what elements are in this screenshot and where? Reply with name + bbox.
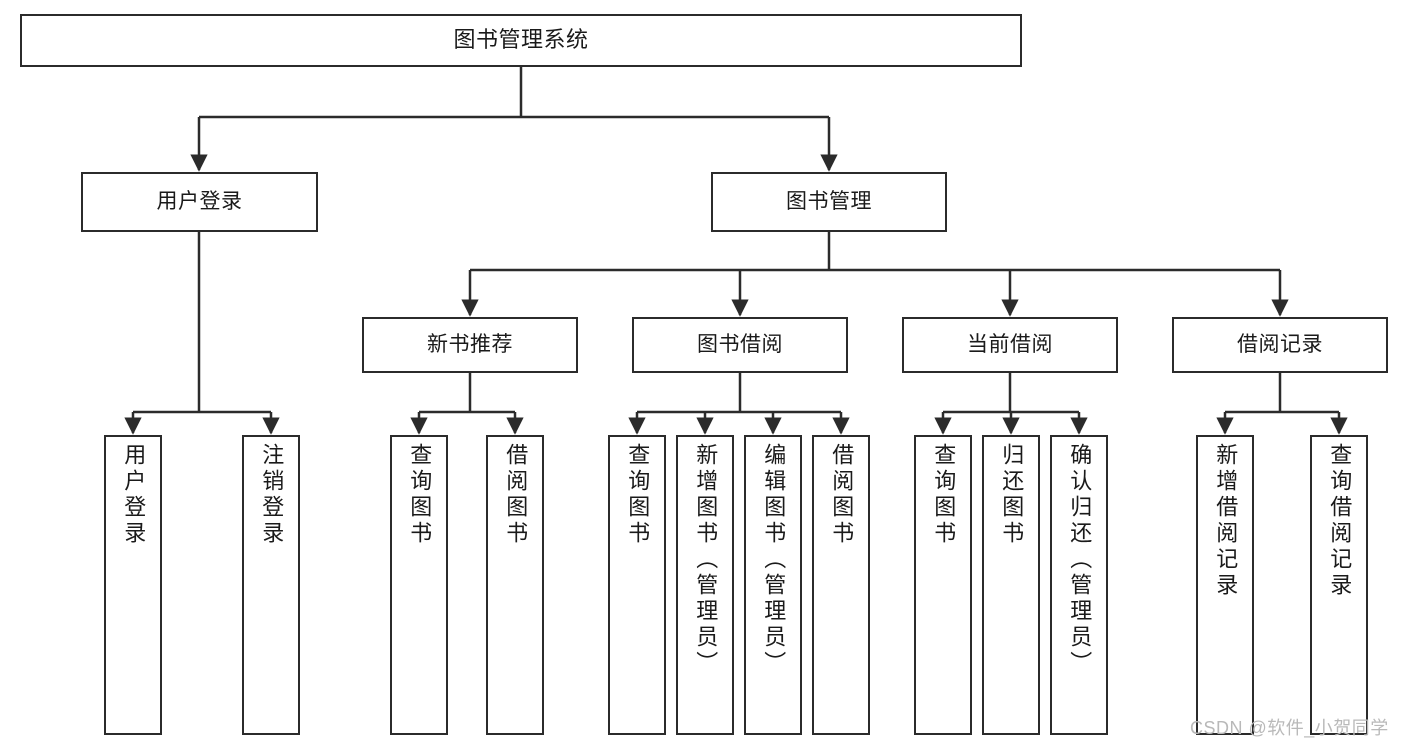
node-leaf-query-book-1[interactable]: 查询图书: [390, 435, 448, 735]
node-leaf-borrow-book-2[interactable]: 借阅图书: [812, 435, 870, 735]
node-new-book-recommend[interactable]: 新书推荐: [362, 317, 578, 373]
node-user-login[interactable]: 用户登录: [81, 172, 318, 232]
node-leaf-add-book-label: 新增图书（管理员）: [693, 443, 719, 677]
node-leaf-user-logout-label: 注销登录: [259, 443, 285, 547]
node-leaf-user-login-label: 用户登录: [121, 443, 147, 547]
node-leaf-add-book[interactable]: 新增图书（管理员）: [676, 435, 734, 735]
node-book-manage-label: 图书管理: [786, 190, 872, 214]
node-leaf-return-book[interactable]: 归还图书: [982, 435, 1040, 735]
node-leaf-add-record[interactable]: 新增借阅记录: [1196, 435, 1254, 735]
node-leaf-query-record[interactable]: 查询借阅记录: [1310, 435, 1368, 735]
node-leaf-borrow-book-1[interactable]: 借阅图书: [486, 435, 544, 735]
node-leaf-query-book-3-label: 查询图书: [931, 443, 957, 547]
node-leaf-query-book-2-label: 查询图书: [625, 443, 651, 547]
node-leaf-add-record-label: 新增借阅记录: [1213, 443, 1239, 599]
node-current-borrow[interactable]: 当前借阅: [902, 317, 1118, 373]
node-leaf-user-logout[interactable]: 注销登录: [242, 435, 300, 735]
node-leaf-borrow-book-1-label: 借阅图书: [503, 443, 529, 547]
node-root[interactable]: 图书管理系统: [20, 14, 1022, 67]
node-book-manage[interactable]: 图书管理: [711, 172, 947, 232]
node-leaf-return-book-label: 归还图书: [999, 443, 1025, 547]
watermark: CSDN @软件_小贺同学: [1190, 718, 1389, 738]
node-leaf-confirm-return[interactable]: 确认归还（管理员）: [1050, 435, 1108, 735]
node-current-borrow-label: 当前借阅: [967, 333, 1053, 357]
node-leaf-query-book-2[interactable]: 查询图书: [608, 435, 666, 735]
node-leaf-query-record-label: 查询借阅记录: [1327, 443, 1353, 599]
node-book-borrow[interactable]: 图书借阅: [632, 317, 848, 373]
node-book-borrow-label: 图书借阅: [697, 333, 783, 357]
node-leaf-query-book-1-label: 查询图书: [407, 443, 433, 547]
node-root-label: 图书管理系统: [453, 27, 589, 53]
node-user-login-label: 用户登录: [156, 190, 243, 214]
node-new-book-recommend-label: 新书推荐: [427, 333, 513, 357]
node-leaf-user-login[interactable]: 用户登录: [104, 435, 162, 735]
node-leaf-edit-book-label: 编辑图书（管理员）: [761, 443, 787, 677]
node-leaf-edit-book[interactable]: 编辑图书（管理员）: [744, 435, 802, 735]
node-leaf-borrow-book-2-label: 借阅图书: [829, 443, 855, 547]
node-borrow-record[interactable]: 借阅记录: [1172, 317, 1388, 373]
node-leaf-confirm-return-label: 确认归还（管理员）: [1067, 443, 1093, 677]
node-leaf-query-book-3[interactable]: 查询图书: [914, 435, 972, 735]
node-borrow-record-label: 借阅记录: [1237, 333, 1323, 357]
